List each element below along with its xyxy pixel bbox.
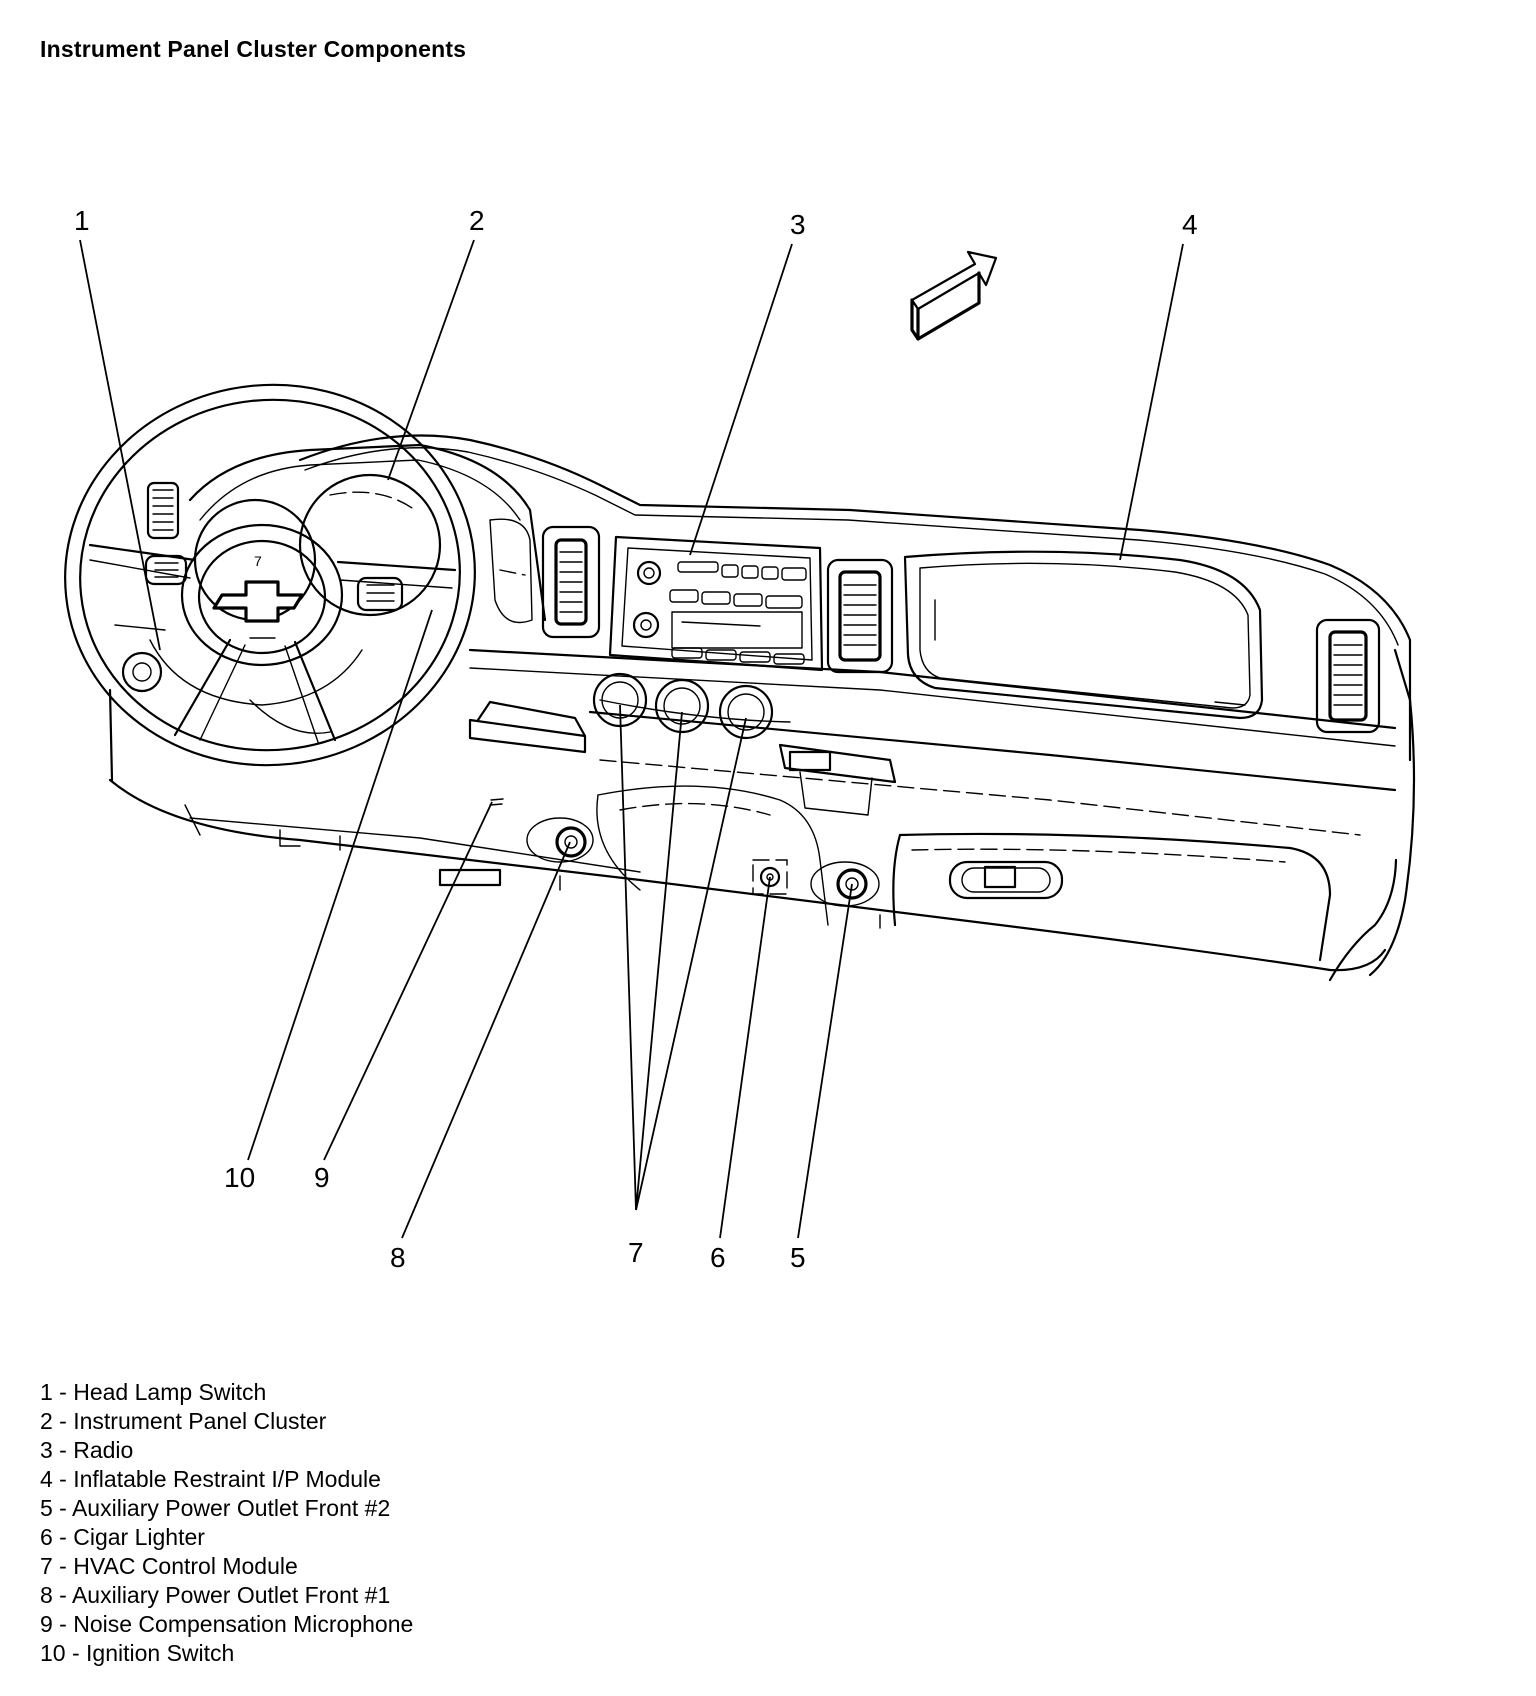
legend-item: 9 - Noise Compensation Microphone xyxy=(40,1611,414,1637)
leader-line-9 xyxy=(323,801,493,1161)
inflatable-restraint-module xyxy=(903,550,1264,720)
legend-item: 7 - HVAC Control Module xyxy=(40,1553,298,1579)
callout-1: 1 xyxy=(74,205,90,236)
leader-line-2 xyxy=(387,239,475,481)
callout-10: 10 xyxy=(224,1162,255,1193)
page-title: Instrument Panel Cluster Components xyxy=(40,36,467,62)
auxiliary-power-outlet-1 xyxy=(526,817,594,863)
instrument-panel-diagram: 7 1 2 3 4 5 6 7 8 9 xyxy=(64,205,1416,1273)
right-air-vent xyxy=(1315,618,1381,734)
legend-item: 4 - Inflatable Restraint I/P Module xyxy=(40,1466,381,1492)
legend-item: 8 - Auxiliary Power Outlet Front #1 xyxy=(40,1582,391,1608)
legend-item: 3 - Radio xyxy=(40,1437,134,1463)
leader-line-4 xyxy=(1119,243,1184,561)
callout-8: 8 xyxy=(390,1242,406,1273)
callout-7: 7 xyxy=(628,1237,644,1268)
noise-compensation-microphone xyxy=(489,798,504,806)
leader-line-6 xyxy=(719,876,771,1239)
leader-line-7b xyxy=(635,711,683,1211)
legend-item: 6 - Cigar Lighter xyxy=(40,1524,205,1550)
legend-item: 1 - Head Lamp Switch xyxy=(40,1379,267,1405)
left-storage-bin xyxy=(468,700,587,754)
leader-line-10 xyxy=(247,609,433,1161)
legend-item: 5 - Auxiliary Power Outlet Front #2 xyxy=(40,1495,391,1521)
glove-box xyxy=(892,832,1332,962)
leader-line-7a xyxy=(619,704,637,1211)
callout-4: 4 xyxy=(1182,209,1198,240)
center-right-air-vent xyxy=(826,558,894,674)
svg-text:7: 7 xyxy=(254,553,262,569)
leader-line-1 xyxy=(79,239,161,651)
center-left-air-vent xyxy=(541,525,601,639)
left-air-vent xyxy=(146,481,180,540)
hvac-control-knobs xyxy=(592,672,791,740)
callout-6: 6 xyxy=(710,1242,726,1273)
chevrolet-bowtie-icon xyxy=(212,580,304,623)
center-ashtray xyxy=(778,743,897,816)
auxiliary-power-outlet-2 xyxy=(810,861,880,907)
legend-item: 2 - Instrument Panel Cluster xyxy=(40,1408,327,1434)
steering-wheel: 7 xyxy=(64,383,476,767)
leader-lines xyxy=(79,239,1184,1239)
callout-3: 3 xyxy=(790,209,806,240)
radio xyxy=(608,535,824,672)
callout-5: 5 xyxy=(790,1242,806,1273)
component-legend: 1 - Head Lamp Switch 2 - Instrument Pane… xyxy=(40,1378,413,1668)
leader-line-3 xyxy=(689,243,793,556)
leader-line-5 xyxy=(797,883,853,1239)
callout-numbers: 1 2 3 4 5 6 7 8 9 10 xyxy=(74,205,1198,1273)
callout-9: 9 xyxy=(314,1162,330,1193)
callout-2: 2 xyxy=(469,205,485,236)
front-direction-arrow-icon xyxy=(910,250,998,341)
leader-line-8 xyxy=(401,841,571,1239)
leader-line-7c xyxy=(635,717,747,1211)
legend-item: 10 - Ignition Switch xyxy=(40,1640,235,1666)
